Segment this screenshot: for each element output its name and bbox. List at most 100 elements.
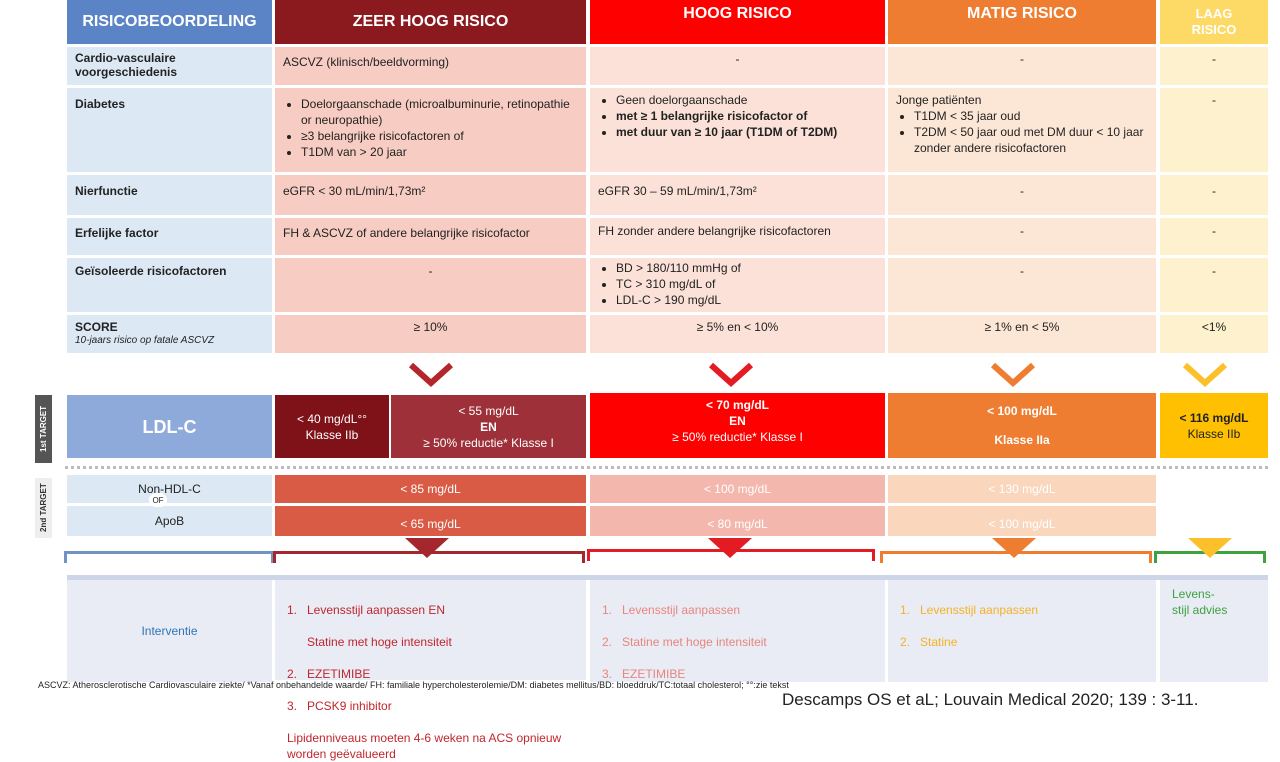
triangle-down-icon: [708, 538, 752, 558]
ldl-very-high-a: < 40 mg/dL°°Klasse IIb: [275, 395, 389, 458]
chevron-down-icon: [990, 362, 1036, 388]
chevron-down-icon: [708, 362, 754, 388]
intervention-very-high: 1. Levensstijl aanpassen EN Statine met …: [275, 580, 586, 761]
list-item: Doelorgaanschade (microalbuminurie, reti…: [301, 96, 578, 128]
ldl-value: < 40 mg/dL°°: [297, 411, 367, 426]
row-label-cardio: Cardio-vasculaire voorgeschiedenis: [67, 47, 272, 85]
ldl-class: Klasse IIb: [305, 427, 359, 442]
intervention-label: Interventie: [67, 580, 272, 682]
cell-cardio-very-high: ASCVZ (klinisch/beeldvorming): [275, 47, 586, 85]
list-item: met duur van ≥ 10 jaar (T1DM of T2DM): [616, 124, 877, 140]
apob-high: < 80 mg/dL: [590, 506, 885, 536]
cell-score-high: ≥ 5% en < 10%: [590, 315, 885, 353]
intervention-moderate: 1. Levensstijl aanpassen 2. Statine: [888, 580, 1156, 682]
cell-diabetes-high: Geen doelorgaanschade met ≥ 1 belangrijk…: [590, 88, 885, 172]
apob-label: ApoB: [67, 506, 272, 536]
first-target-label: 1st TARGET: [35, 395, 52, 463]
triangle-down-icon: [405, 538, 449, 558]
ldl-class: Klasse IIa: [994, 432, 1050, 447]
cell-diabetes-low: -: [1160, 88, 1268, 172]
cell-hereditary-low: -: [1160, 218, 1268, 255]
cell-renal-very-high: eGFR < 30 mL/min/1,73m²: [275, 175, 586, 215]
divider: [67, 575, 1268, 580]
ldl-and: EN: [729, 414, 746, 428]
ldl-and: EN: [480, 419, 497, 434]
row-label-isolated: Geïsoleerde risicofactoren: [67, 258, 272, 312]
cell-renal-low: -: [1160, 175, 1268, 215]
cell-score-moderate: ≥ 1% en < 5%: [888, 315, 1156, 353]
header-very-high: ZEER HOOG RISICO: [275, 0, 586, 44]
cell-cardio-moderate: -: [888, 47, 1156, 85]
intervention-low: Levens- stijl advies: [1160, 580, 1268, 682]
list-item: 3. PCSK9 inhibitor: [287, 699, 392, 713]
ldl-reduction: ≥ 50% reductie* Klasse I: [672, 430, 803, 444]
ldl-c-label: LDL-C: [67, 395, 272, 458]
list-item: met ≥ 1 belangrijke risicofactor of: [616, 108, 877, 124]
non-hdl-moderate: < 130 mg/dL: [888, 475, 1156, 503]
cell-isolated-high: BD > 180/110 mmHg of TC > 310 mg/dL of L…: [590, 258, 885, 312]
moderate-intro: Jonge patiënten: [896, 93, 982, 107]
chevron-down-icon: [408, 362, 454, 388]
cell-hereditary-moderate: -: [888, 218, 1156, 255]
ldl-class: Klasse IIb: [1187, 426, 1241, 441]
list-item: Lipidenniveaus moeten 4-6 weken na ACS o…: [287, 731, 562, 761]
score-sublabel: 10-jaars risico op fatale ASCVZ: [75, 335, 215, 346]
cell-isolated-low: -: [1160, 258, 1268, 312]
ldl-reduction: ≥ 50% reductie* Klasse I: [423, 435, 554, 450]
list-item: LDL-C > 190 mg/dL: [616, 292, 877, 308]
cell-cardio-low: -: [1160, 47, 1268, 85]
list-item: BD > 180/110 mmHg of: [616, 260, 877, 276]
ldl-value: < 70 mg/dL: [705, 398, 770, 412]
list-item: 2. EZETIMIBE: [287, 667, 371, 681]
ldl-value: < 100 mg/dL: [987, 404, 1057, 419]
cell-score-low: <1%: [1160, 315, 1268, 353]
cell-renal-high: eGFR 30 – 59 mL/min/1,73m²: [590, 175, 885, 215]
cell-isolated-very-high: -: [275, 258, 586, 312]
intervention-high: 1. Levensstijl aanpassen 2. Statine met …: [590, 580, 885, 682]
list-item: T1DM < 35 jaar oud: [914, 108, 1148, 124]
list-item: 3. EZETIMIBE: [602, 667, 686, 681]
apob-moderate: < 100 mg/dL: [888, 506, 1156, 536]
apob-very-high: < 65 mg/dL: [275, 506, 586, 536]
cell-diabetes-very-high: Doelorgaanschade (microalbuminurie, reti…: [275, 88, 586, 172]
row-label-score: SCORE 10-jaars risico op fatale ASCVZ: [67, 315, 272, 353]
row-label-renal: Nierfunctie: [67, 175, 272, 215]
second-target-label: 2nd TARGET: [35, 478, 52, 538]
or-label: OF: [149, 493, 167, 507]
cell-hereditary-high: FH zonder andere belangrijke risicofacto…: [590, 218, 885, 255]
list-item: Geen doelorgaanschade: [616, 92, 877, 108]
triangle-down-icon: [992, 538, 1036, 558]
cell-diabetes-moderate: Jonge patiënten T1DM < 35 jaar oud T2DM …: [888, 88, 1156, 172]
list-item: 1. Levensstijl aanpassen: [602, 603, 741, 617]
bracket: [64, 551, 274, 563]
list-item: T2DM < 50 jaar oud met DM duur < 10 jaar…: [914, 124, 1148, 156]
header-risk-assessment: RISICOBEOORDELING: [67, 0, 272, 44]
header-low: LAAG RISICO: [1160, 0, 1268, 44]
list-item: Levens-: [1172, 587, 1215, 601]
citation: Descamps OS et aL; Louvain Medical 2020;…: [782, 690, 1199, 709]
ldl-high: < 70 mg/dL EN ≥ 50% reductie* Klasse I: [590, 393, 885, 458]
header-high: HOOG RISICO: [590, 0, 885, 44]
list-item: 2. Statine met hoge intensiteit: [602, 635, 767, 649]
list-item: 2. Statine: [900, 635, 958, 649]
ldl-moderate: < 100 mg/dL Klasse IIa: [888, 393, 1156, 458]
triangle-down-icon: [1188, 538, 1232, 558]
list-item: 1. Levensstijl aanpassen: [900, 603, 1039, 617]
cell-score-very-high: ≥ 10%: [275, 315, 586, 353]
non-hdl-label: Non-HDL-C: [67, 475, 272, 503]
row-label-hereditary: Erfelijke factor: [67, 218, 272, 255]
header-moderate: MATIG RISICO: [888, 0, 1156, 44]
cell-renal-moderate: -: [888, 175, 1156, 215]
list-item: stijl advies: [1172, 603, 1228, 617]
non-hdl-high: < 100 mg/dL: [590, 475, 885, 503]
cell-cardio-high: -: [590, 47, 885, 85]
cell-hereditary-very-high: FH & ASCVZ of andere belangrijke risicof…: [275, 218, 586, 255]
row-label-diabetes: Diabetes: [67, 88, 272, 172]
footnote: ASCVZ: Atherosclerotische Cardiovasculai…: [38, 680, 789, 690]
list-item: 1. Levensstijl aanpassen EN: [287, 603, 446, 617]
list-item: TC > 310 mg/dL of: [616, 276, 877, 292]
cell-isolated-moderate: -: [888, 258, 1156, 312]
ldl-value: < 116 mg/dL: [1179, 410, 1249, 425]
